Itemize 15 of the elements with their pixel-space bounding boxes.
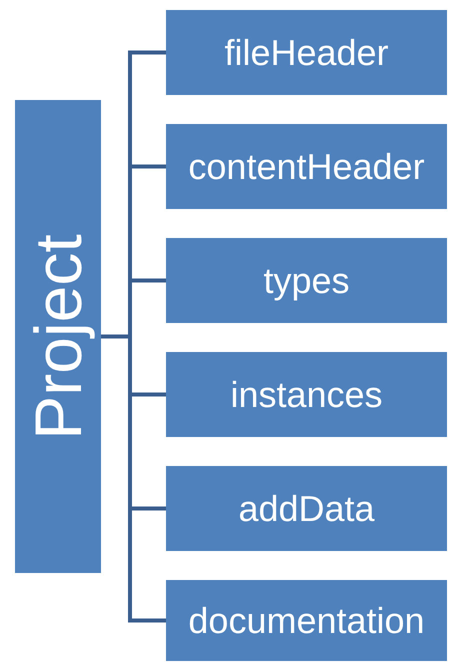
child-box [166,580,447,661]
root-box [15,100,101,573]
child-box [166,10,447,95]
node-label: Project [20,234,96,440]
child-box [166,238,447,323]
node-label: instances [230,374,383,416]
node-label: documentation [188,600,425,642]
node-label: types [263,260,350,302]
connector-line [101,334,166,622]
child-box [166,124,447,209]
node-label: addData [238,488,375,530]
child-box [166,352,447,437]
node-label: contentHeader [188,146,425,188]
child-box [166,466,447,551]
node-label: fileHeader [224,32,389,74]
